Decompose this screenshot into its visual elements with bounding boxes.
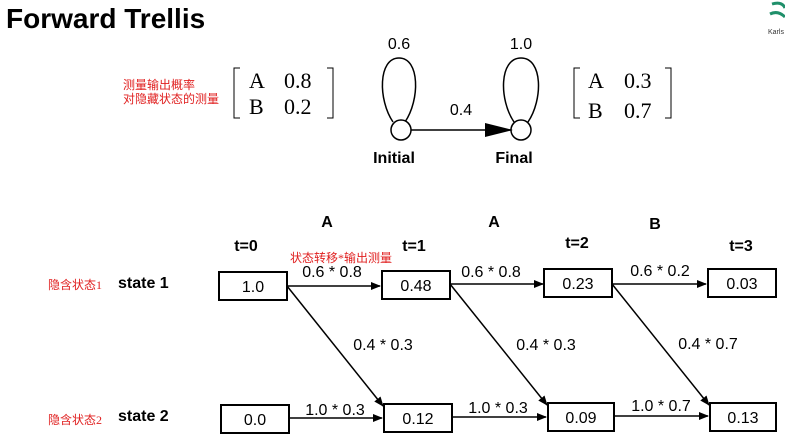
edge-arrow [611, 283, 710, 406]
edge-label: 0.4 * 0.3 [516, 337, 576, 354]
trellis-node [218, 271, 288, 301]
state-1-row: 1.0 0.48 0.23 0.03 [218, 268, 777, 301]
node-value: 0.09 [565, 410, 596, 427]
edge-label: 1.0 * 0.7 [631, 398, 691, 415]
final-self-loop [502, 57, 540, 123]
page-title: Forward Trellis [6, 3, 205, 34]
final-state-label: Final [495, 150, 532, 167]
initial-state-label: Initial [373, 150, 415, 167]
state-2-label: state 2 [118, 408, 169, 425]
emission-symbol: A [249, 68, 265, 93]
edge-label: 0.6 * 0.2 [630, 263, 690, 280]
trellis-edges [286, 280, 710, 422]
emission-symbol: B [249, 94, 264, 119]
node-value: 0.23 [562, 276, 593, 293]
logo-text: Karls [768, 29, 784, 36]
trellis-node [543, 268, 613, 298]
time-label: t=1 [402, 238, 426, 255]
node-value: 0.0 [244, 412, 266, 429]
edge-labels: 0.6 * 0.8 0.6 * 0.8 0.6 * 0.2 0.4 * 0.3 … [302, 263, 738, 419]
observation-label: A [488, 214, 500, 231]
node-value: 0.03 [726, 276, 757, 293]
node-value: 0.48 [400, 278, 431, 295]
trellis-node [707, 268, 777, 298]
final-state-node [510, 119, 532, 141]
annotation-hidden-measure: 对隐藏状态的测量 [123, 91, 219, 106]
trellis-node [547, 402, 615, 432]
emission-prob: 0.8 [284, 68, 312, 93]
node-value: 0.12 [402, 411, 433, 428]
observation-labels: A A B [321, 214, 661, 233]
time-label: t=3 [729, 238, 753, 255]
final-emission-matrix: A 0.3 B 0.7 [573, 67, 672, 123]
state-1-label: state 1 [118, 275, 169, 292]
emission-prob: 0.2 [284, 94, 312, 119]
observation-label: A [321, 214, 333, 231]
annotation-measure-prob: 测量输出概率 [123, 77, 195, 92]
annotation-hidden-state-1: 隐含状态1 [48, 277, 102, 292]
edge-label: 1.0 * 0.3 [468, 400, 528, 417]
time-labels: t=0 t=1 t=2 t=3 [234, 235, 753, 255]
edge-label: 1.0 * 0.3 [305, 402, 365, 419]
emission-symbol: B [588, 98, 603, 123]
node-value: 1.0 [242, 279, 264, 296]
edge-arrow [449, 283, 548, 406]
emission-prob: 0.3 [624, 68, 652, 93]
final-self-loop-prob: 1.0 [510, 36, 532, 53]
initial-emission-matrix: A 0.8 B 0.2 [233, 67, 334, 119]
university-logo: Karls [768, 1, 785, 36]
trellis-node [383, 403, 453, 433]
edge-label: 0.4 * 0.7 [678, 336, 738, 353]
initial-state-node [390, 119, 412, 141]
state-2-row: 0.0 0.12 0.09 0.13 [220, 402, 777, 434]
trellis-node [709, 402, 777, 432]
edge-arrow [286, 285, 384, 407]
trellis-node [220, 404, 290, 434]
hmm-state-diagram: 0.6 Initial 1.0 Final 0.4 [373, 36, 540, 167]
node-value: 0.13 [727, 410, 758, 427]
edge-label: 0.4 * 0.3 [353, 337, 413, 354]
initial-self-loop [381, 57, 417, 123]
time-label: t=2 [565, 235, 589, 252]
annotation-hidden-state-2: 隐含状态2 [48, 412, 102, 427]
observation-label: B [649, 216, 661, 233]
annotation-transition-times-output: 状态转移*输出测量 [290, 250, 392, 265]
initial-self-loop-prob: 0.6 [388, 36, 410, 53]
emission-prob: 0.7 [624, 98, 652, 123]
emission-symbol: A [588, 68, 604, 93]
edge-label: 0.6 * 0.8 [461, 264, 521, 281]
trellis-node [381, 270, 451, 300]
transition-prob: 0.4 [450, 102, 472, 119]
time-label: t=0 [234, 238, 258, 255]
edge-label: 0.6 * 0.8 [302, 264, 362, 281]
